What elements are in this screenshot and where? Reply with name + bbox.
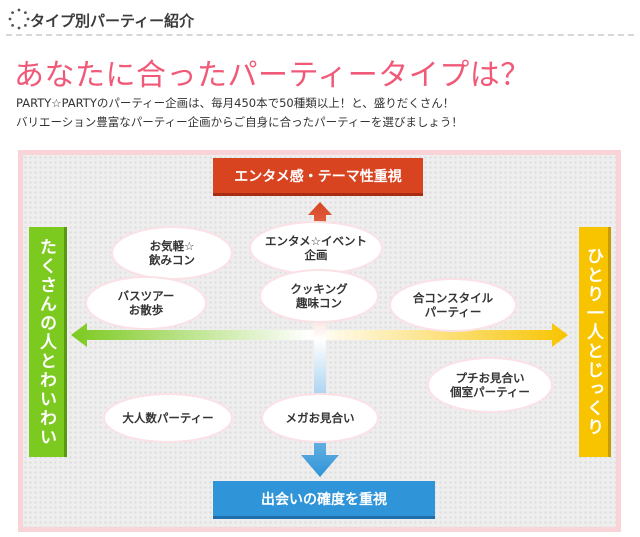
bubble-gocon-line1: 合コンスタイル [412, 291, 494, 305]
axis-label-right: ひとり一人とじっくり [579, 227, 611, 457]
intro-line-2: バリエーション豊富なパーティー企画からご自身に合ったパーティーを選びましょう！ [16, 115, 463, 129]
bubble-puchi[interactable]: プチお見合い 個室パーティー [429, 359, 551, 411]
bubble-entame-line2: 企画 [304, 248, 328, 262]
bubble-entame[interactable]: エンタメ☆イベント 企画 [251, 223, 381, 273]
bubble-bustour[interactable]: バスツアー お散歩 [87, 278, 205, 328]
axis-label-left: たくさんの人とわいわい [29, 227, 67, 457]
intro-text: PARTY☆PARTYのパーティー企画は、毎月450本で50種類以上！と、盛りだ… [16, 94, 463, 132]
bubble-bustour-line1: バスツアー [117, 289, 175, 303]
axis-label-bottom: 出会いの確度を重視 [213, 481, 435, 519]
bubble-cooking[interactable]: クッキング 趣味コン [261, 271, 377, 321]
bubble-bustour-line2: お散歩 [128, 303, 164, 317]
vertical-axis-arrow [301, 202, 339, 477]
bubble-puchi-line1: プチお見合い [455, 371, 525, 385]
axis-label-top: エンタメ感・テーマ性重視 [213, 158, 423, 196]
bubble-gocon-line2: パーティー [424, 305, 482, 319]
axis-arrows [71, 202, 568, 477]
section-title: タイプ別パーティー紹介 [30, 12, 195, 30]
bubble-gocon[interactable]: 合コンスタイル パーティー [391, 280, 515, 330]
bubble-entame-line1: エンタメ☆イベント [265, 234, 367, 248]
bubble-okigaru-line1: お気軽☆ [149, 239, 195, 253]
star-ring-icon [8, 8, 30, 30]
bubble-mega[interactable]: メガお見合い [263, 395, 377, 441]
bubble-mega-line1: メガお見合い [285, 411, 355, 425]
bubble-okigaru[interactable]: お気軽☆ 飲みコン [113, 228, 231, 278]
bubble-puchi-line2: 個室パーティー [450, 385, 530, 399]
section-header: タイプ別パーティー紹介 [6, 6, 634, 36]
page-title: あなたに合ったパーティータイプは？ [14, 58, 531, 93]
intro-line-1: PARTY☆PARTYのパーティー企画は、毎月450本で50種類以上！と、盛りだ… [16, 96, 455, 110]
bubble-oninzu-line1: 大人数パーティー [122, 411, 214, 425]
party-type-map: エンタメ感・テーマ性重視 出会いの確度を重視 たくさんの人とわいわい ひとり一人… [18, 150, 621, 532]
bubble-oninzu[interactable]: 大人数パーティー [105, 395, 231, 441]
bubble-cooking-line2: 趣味コン [296, 296, 342, 310]
bubble-okigaru-line2: 飲みコン [149, 253, 195, 267]
bubble-cooking-line1: クッキング [290, 282, 348, 296]
